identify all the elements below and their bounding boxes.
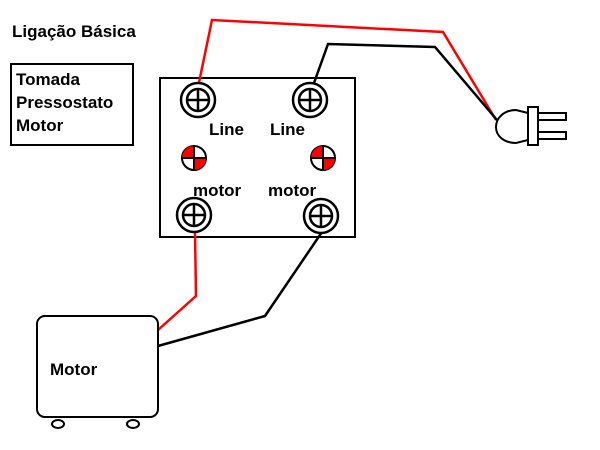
live-wire-motor bbox=[157, 231, 198, 331]
label-line-right: Line bbox=[270, 120, 305, 139]
legend-line-2: Pressostato bbox=[16, 93, 113, 112]
diagram-title: Ligação Básica bbox=[12, 22, 136, 41]
legend-line-3: Motor bbox=[16, 116, 64, 135]
indicator-right-icon bbox=[310, 145, 336, 171]
terminal-line-right-icon bbox=[291, 81, 329, 119]
terminal-line-left-icon bbox=[179, 81, 217, 119]
legend-line-1: Tomada bbox=[16, 70, 80, 89]
indicator-left-icon bbox=[181, 145, 207, 171]
neutral-wire-plug bbox=[307, 42, 498, 121]
legend-box: Tomada Pressostato Motor bbox=[10, 63, 134, 146]
terminal-motor-right-icon bbox=[302, 197, 340, 235]
neutral-wire-motor bbox=[157, 231, 324, 348]
label-motor-left: motor bbox=[193, 181, 242, 200]
wires bbox=[157, 18, 498, 348]
label-motor-right: motor bbox=[268, 181, 317, 200]
motor-unit: Motor bbox=[36, 315, 159, 429]
terminal-motor-left-icon bbox=[175, 196, 213, 234]
label-line-left: Line bbox=[209, 120, 244, 139]
motor-label: Motor bbox=[50, 360, 98, 379]
motor-foot-right bbox=[126, 419, 140, 429]
live-wire-plug bbox=[194, 18, 498, 121]
plug-icon bbox=[494, 106, 567, 146]
motor-foot-left bbox=[51, 419, 65, 429]
